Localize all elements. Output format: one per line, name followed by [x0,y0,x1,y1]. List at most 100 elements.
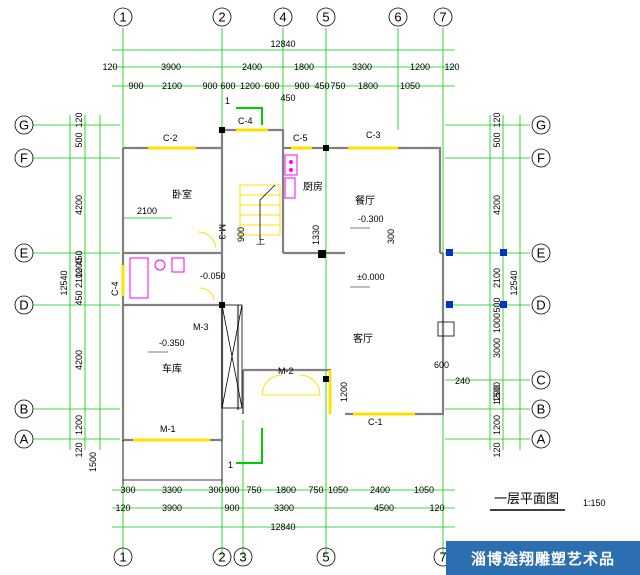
top-dim-row3-8: 750 [330,81,345,91]
left-dim-5: 1200 [74,258,84,278]
drawing-title: 一层平面图 [494,492,559,507]
right-dim-6: 3000 [492,338,502,358]
axis-right-B-label: B [537,402,546,417]
top-dim-row3-1: 2100 [162,81,182,91]
axis-right-B [531,399,551,419]
axis-bottom-1 [113,547,133,567]
dim-inner-600: 600 [434,360,449,370]
label-m1: M-1 [160,424,176,434]
label-m3-lower: M-3 [193,322,209,332]
axis-right-A-label: A [537,432,546,447]
axis-top-6 [388,7,408,27]
left-dim-7: 4200 [74,350,84,370]
top-dim-row3-4: 1200 [240,81,260,91]
right-dim-1: 500 [492,132,502,147]
axis-left-A [14,429,34,449]
axis-left-A-label: A [20,432,29,447]
top-dim-row3-7: 450 [314,81,329,91]
bottom-dim-row1-2: 300 [208,485,223,495]
drawing-scale: 1:150 [583,498,606,508]
room-bedroom: 卧室 [172,188,192,201]
axis-right-D-label: D [536,298,545,313]
top-dim-row3-3: 600 [220,81,235,91]
left-dim-overall: 12540 [59,270,69,295]
top-dim-row2-1: 3900 [161,62,181,72]
axis-right-F-label: F [537,151,545,166]
label-c5: C-5 [293,133,308,143]
right-dim-9: 1200 [492,415,502,435]
label-m3-upper: M-3 [217,224,227,240]
axis-top-7 [433,7,453,27]
axis-right-A [531,429,551,449]
label-c1: C-1 [368,417,383,427]
level-living: ±0.000 [357,272,384,282]
axis-right-C-label: C [536,373,545,388]
room-kitchen: 厨房 [303,180,323,193]
axis-top-2 [212,7,232,27]
section-marks [236,107,263,464]
stair-arrow [259,184,276,240]
top-dim-row3-6: 900 [294,81,309,91]
kitchen-fixtures [284,154,298,199]
bottom-dim-overall: 12840 [270,522,295,532]
label-c4-left: C-4 [110,281,120,296]
axis-left-E-label: E [20,246,29,261]
right-dim-4: 1000 [492,313,502,333]
bath-fixtures [129,257,185,299]
columns [219,127,329,382]
axis-left-D [14,295,34,315]
left-dim-9: 120 [74,442,84,457]
axis-bottom-7-label: 7 [439,550,446,565]
axis-bottom-5 [316,547,336,567]
dim-inner-1200: 1200 [339,382,349,402]
axis-left-G [14,115,34,135]
label-m2: M-2 [278,366,294,376]
left-dim-0: 120 [74,112,84,127]
watermark-banner: 淄博途翔雕塑艺术品 [446,541,640,575]
dim-inner-2100: 2100 [137,206,157,216]
void-cross [221,304,243,409]
dim-inner-240: 240 [455,376,470,386]
dimension-lines [69,49,521,528]
axis-bottom-3-label: 3 [239,550,246,565]
bottom-dim-row2-4: 4500 [374,503,394,513]
level-garage: -0.350 [159,338,185,348]
axis-left-D-label: D [19,298,28,313]
right-dim-3: 2100 [492,268,502,288]
top-dim-row3-5: 600 [264,81,279,91]
axis-right-C [531,370,551,390]
top-dim-row3-2: 900 [202,81,217,91]
axis-top-4 [273,7,293,27]
window-symbol [437,321,455,337]
label-up: 上 [256,236,265,246]
left-dim-2: 4200 [74,195,84,215]
dim-inner-900: 900 [236,227,246,242]
right-dim-0: 120 [492,112,502,127]
room-living: 客厅 [353,332,373,345]
axis-top-6-label: 6 [394,10,401,25]
level-bath: -0.050 [200,271,226,281]
axis-top-5-label: 5 [322,10,329,25]
right-dim-2: 4200 [492,195,502,215]
top-dim-row2-5: 1200 [410,62,430,72]
axis-bottom-3 [233,547,253,567]
axis-right-D [531,295,551,315]
left-dim-8: 1200 [74,415,84,435]
bottom-dim-row1-6: 750 [308,485,323,495]
windows [121,128,415,442]
axis-top-7-label: 7 [439,10,446,25]
axis-right-E-label: E [537,246,546,261]
axis-top-1 [113,7,133,27]
grid-markers [446,249,507,308]
bottom-dim-row1-1: 3300 [162,485,182,495]
axis-bottom-5-label: 5 [322,550,329,565]
bottom-dim-row2-3: 3300 [274,503,294,513]
room-garage: 车库 [162,362,182,375]
section-label-bottom: 1 [228,460,233,470]
label-c3: C-3 [366,130,381,140]
axis-right-E [531,243,551,263]
bottom-dim-row1-0: 300 [120,485,135,495]
